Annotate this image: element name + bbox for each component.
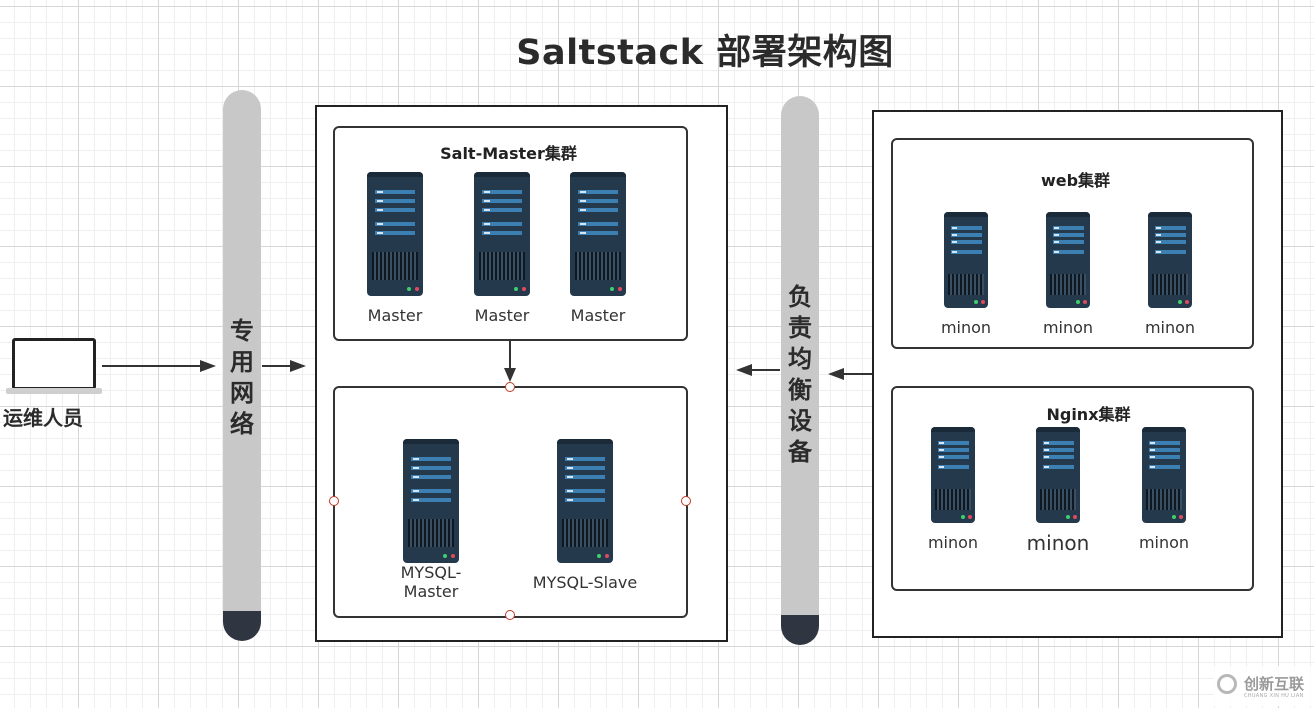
server-label: Master bbox=[570, 306, 626, 325]
operator-laptop bbox=[6, 338, 102, 394]
laptop-base bbox=[6, 388, 102, 394]
server-label: Master bbox=[474, 306, 530, 325]
server-label: minon bbox=[1026, 531, 1090, 555]
connection-point bbox=[681, 496, 691, 506]
watermark-subtext: CHUANG XIN HU LIAN bbox=[1244, 693, 1304, 699]
server-label: minon bbox=[1138, 533, 1190, 552]
db-cluster-box bbox=[333, 386, 688, 618]
server-label: MYSQL-Slave bbox=[532, 573, 638, 592]
server-icon bbox=[1046, 212, 1090, 308]
server-label: minon bbox=[927, 533, 979, 552]
network-pillar bbox=[223, 90, 261, 612]
server-icon bbox=[944, 212, 988, 308]
server-label: MYSQL-Master bbox=[400, 563, 462, 601]
arrow-operator-to-network bbox=[102, 365, 202, 367]
network-pillar-cap bbox=[223, 611, 261, 641]
server-label: minon bbox=[1042, 318, 1094, 337]
server-label: minon bbox=[1144, 318, 1196, 337]
connection-point bbox=[505, 382, 515, 392]
load-balancer-label: 负责均衡设备 bbox=[788, 283, 812, 466]
server-icon bbox=[931, 427, 975, 523]
server-label: minon bbox=[940, 318, 992, 337]
load-balancer-pillar-cap bbox=[781, 615, 819, 645]
web-cluster-title: web集群 bbox=[1040, 171, 1111, 190]
server-icon bbox=[1148, 212, 1192, 308]
server-icon bbox=[570, 172, 626, 296]
connection-point bbox=[505, 610, 515, 620]
server-icon bbox=[403, 439, 459, 563]
arrow-head bbox=[290, 360, 306, 372]
server-icon bbox=[474, 172, 530, 296]
nginx-cluster-title: Nginx集群 bbox=[1046, 405, 1131, 424]
arrow-head bbox=[736, 364, 752, 376]
watermark-logo-icon bbox=[1217, 674, 1237, 694]
operator-label: 运维人员 bbox=[3, 406, 83, 430]
server-icon bbox=[367, 172, 423, 296]
load-balancer-pillar bbox=[781, 96, 819, 616]
arrow-clusters-to-lb bbox=[842, 373, 872, 375]
server-label: Master bbox=[367, 306, 423, 325]
server-icon bbox=[557, 439, 613, 563]
server-icon bbox=[1142, 427, 1186, 523]
connection-point bbox=[329, 496, 339, 506]
laptop-icon bbox=[12, 338, 96, 390]
diagram-title: Saltstack 部署架构图 bbox=[516, 33, 894, 73]
server-icon bbox=[1036, 427, 1080, 523]
arrow-head bbox=[504, 368, 516, 382]
arrow-master-to-db bbox=[509, 339, 511, 369]
master-cluster-title: Salt-Master集群 bbox=[440, 144, 577, 163]
arrow-head bbox=[828, 368, 844, 380]
arrow-head bbox=[200, 360, 216, 372]
network-label: 专用网络 bbox=[230, 317, 254, 438]
watermark-text: 创新互联 bbox=[1244, 675, 1305, 693]
watermark: 创新互联 CHUANG XIN HU LIAN bbox=[1214, 666, 1314, 706]
arrow-network-to-master bbox=[262, 365, 292, 367]
arrow-lb-to-master bbox=[752, 369, 780, 371]
